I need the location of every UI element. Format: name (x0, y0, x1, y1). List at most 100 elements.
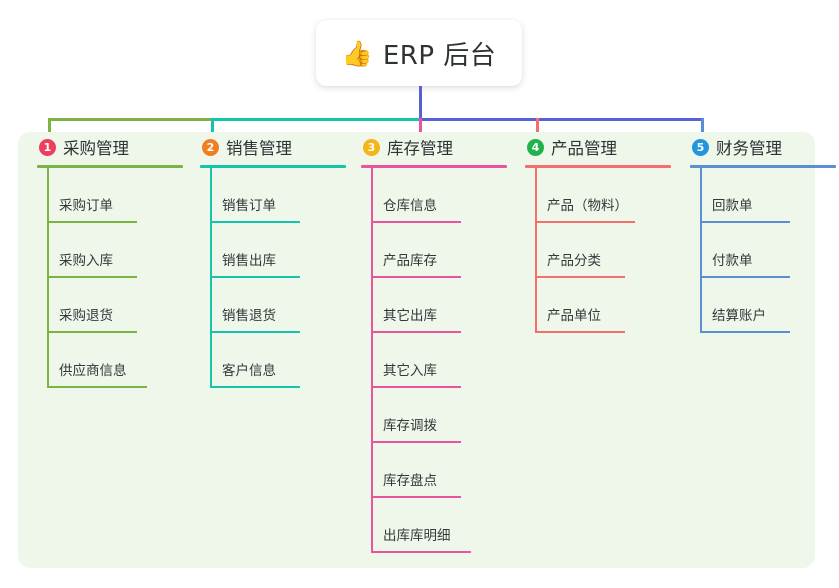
column-spine (47, 168, 49, 388)
column-header-rule (690, 165, 836, 168)
list-item-label: 销售出库 (222, 253, 276, 269)
column-header-4[interactable]: 4 产品管理 (525, 132, 677, 162)
list-item[interactable]: 结算账户 (690, 278, 839, 333)
list-item[interactable]: 客户信息 (200, 333, 352, 388)
list-item-label: 库存调拨 (383, 418, 437, 434)
list-item-rule (371, 276, 461, 278)
list-item-label: 仓库信息 (383, 198, 437, 214)
list-item[interactable]: 回款单 (690, 168, 839, 223)
list-item[interactable]: 其它入库 (361, 333, 513, 388)
column-header-rule (361, 165, 507, 168)
list-item-rule (371, 386, 461, 388)
list-item-label: 产品（物料） (547, 198, 628, 214)
list-item-rule (535, 276, 625, 278)
list-item-rule (700, 221, 790, 223)
list-item-rule (210, 386, 300, 388)
list-item[interactable]: 库存盘点 (361, 443, 513, 498)
list-item[interactable]: 付款单 (690, 223, 839, 278)
list-item-rule (700, 331, 790, 333)
bar-segment-right (419, 118, 704, 121)
list-item[interactable]: 出库库明细 (361, 498, 513, 553)
list-item[interactable]: 销售退货 (200, 278, 352, 333)
list-item[interactable]: 销售订单 (200, 168, 352, 223)
list-item[interactable]: 产品（物料） (525, 168, 677, 223)
list-item-label: 采购退货 (59, 308, 113, 324)
list-item-label: 产品分类 (547, 253, 601, 269)
list-item-rule (210, 276, 300, 278)
list-item-rule (535, 221, 635, 223)
root-node-card[interactable]: 👍 ERP 后台 (316, 20, 522, 86)
list-item-rule (47, 386, 147, 388)
list-item-label: 结算账户 (712, 308, 766, 324)
bar-segment-left (48, 118, 211, 121)
column-title: 财务管理 (716, 139, 782, 158)
root-node-title: ERP 后台 (382, 40, 497, 71)
column-header-rule (200, 165, 346, 168)
list-item-rule (371, 551, 471, 553)
list-item-rule (47, 331, 137, 333)
column-产品管理: 4 产品管理产品（物料） 产品分类产品单位 (525, 132, 677, 333)
list-item[interactable]: 产品库存 (361, 223, 513, 278)
column-number-badge: 3 (363, 138, 380, 156)
list-item[interactable]: 供应商信息 (37, 333, 189, 388)
column-header-rule (37, 165, 183, 168)
list-item[interactable]: 产品单位 (525, 278, 677, 333)
list-item-label: 回款单 (712, 198, 753, 214)
bar-segment-mid (211, 118, 419, 121)
list-item-label: 产品库存 (383, 253, 437, 269)
list-item-rule (210, 221, 300, 223)
thumbs-up-icon: 👍 (341, 38, 373, 68)
list-item[interactable]: 产品分类 (525, 223, 677, 278)
column-spine (700, 168, 702, 333)
column-title: 产品管理 (551, 139, 617, 158)
list-item-label: 销售订单 (222, 198, 276, 214)
column-spine (371, 168, 373, 553)
column-spine (210, 168, 212, 388)
list-item-label: 销售退货 (222, 308, 276, 324)
list-item-rule (371, 496, 461, 498)
list-item-rule (47, 221, 137, 223)
column-header-rule (525, 165, 671, 168)
column-title: 销售管理 (226, 139, 292, 158)
list-item-label: 采购入库 (59, 253, 113, 269)
column-header-3[interactable]: 3 库存管理 (361, 132, 513, 162)
list-item[interactable]: 其它出库 (361, 278, 513, 333)
column-spine (535, 168, 537, 333)
list-item-rule (210, 331, 300, 333)
list-item-rule (700, 276, 790, 278)
list-item-label: 付款单 (712, 253, 753, 269)
list-item-rule (47, 276, 137, 278)
column-items: 仓库信息产品库存其它出库其它入库库存调拨库存盘点出库库明细 (361, 168, 513, 553)
column-number-badge: 4 (527, 138, 544, 156)
column-库存管理: 3 库存管理仓库信息产品库存其它出库其它入库库存调拨库存盘点出库库明细 (361, 132, 513, 553)
column-items: 回款单付款单结算账户 (690, 168, 839, 333)
list-item-rule (371, 221, 461, 223)
list-item-rule (371, 331, 461, 333)
list-item-rule (535, 331, 625, 333)
list-item[interactable]: 采购退货 (37, 278, 189, 333)
list-item-label: 其它出库 (383, 308, 437, 324)
list-item-label: 产品单位 (547, 308, 601, 324)
list-item[interactable]: 仓库信息 (361, 168, 513, 223)
list-item-label: 出库库明细 (383, 528, 451, 544)
list-item[interactable]: 采购订单 (37, 168, 189, 223)
column-items: 销售订单销售出库销售退货客户信息 (200, 168, 352, 388)
list-item-label: 其它入库 (383, 363, 437, 379)
column-number-badge: 1 (39, 138, 56, 156)
list-item-label: 客户信息 (222, 363, 276, 379)
column-items: 采购订单采购入库采购退货供应商信息 (37, 168, 189, 388)
list-item-rule (371, 441, 461, 443)
list-item[interactable]: 销售出库 (200, 223, 352, 278)
column-title: 库存管理 (387, 139, 453, 158)
list-item[interactable]: 采购入库 (37, 223, 189, 278)
root-stem (419, 86, 422, 121)
list-item[interactable]: 库存调拨 (361, 388, 513, 443)
column-items: 产品（物料） 产品分类产品单位 (525, 168, 677, 333)
